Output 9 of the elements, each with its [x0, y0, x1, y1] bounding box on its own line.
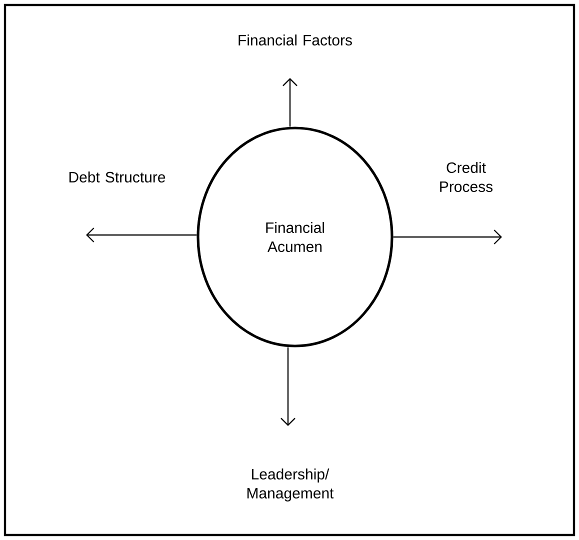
node-label: Debt Structure — [69, 171, 166, 182]
node-label: Financial Factors — [238, 34, 352, 46]
ellipse-node: Financial Acumen — [196, 126, 394, 348]
arrow — [86, 228, 197, 242]
arrow — [393, 230, 502, 244]
arrow — [280, 347, 296, 426]
arrow — [282, 78, 298, 127]
node-label: Credit Process — [440, 162, 493, 192]
node-label: Leadership/ Management — [247, 468, 334, 502]
